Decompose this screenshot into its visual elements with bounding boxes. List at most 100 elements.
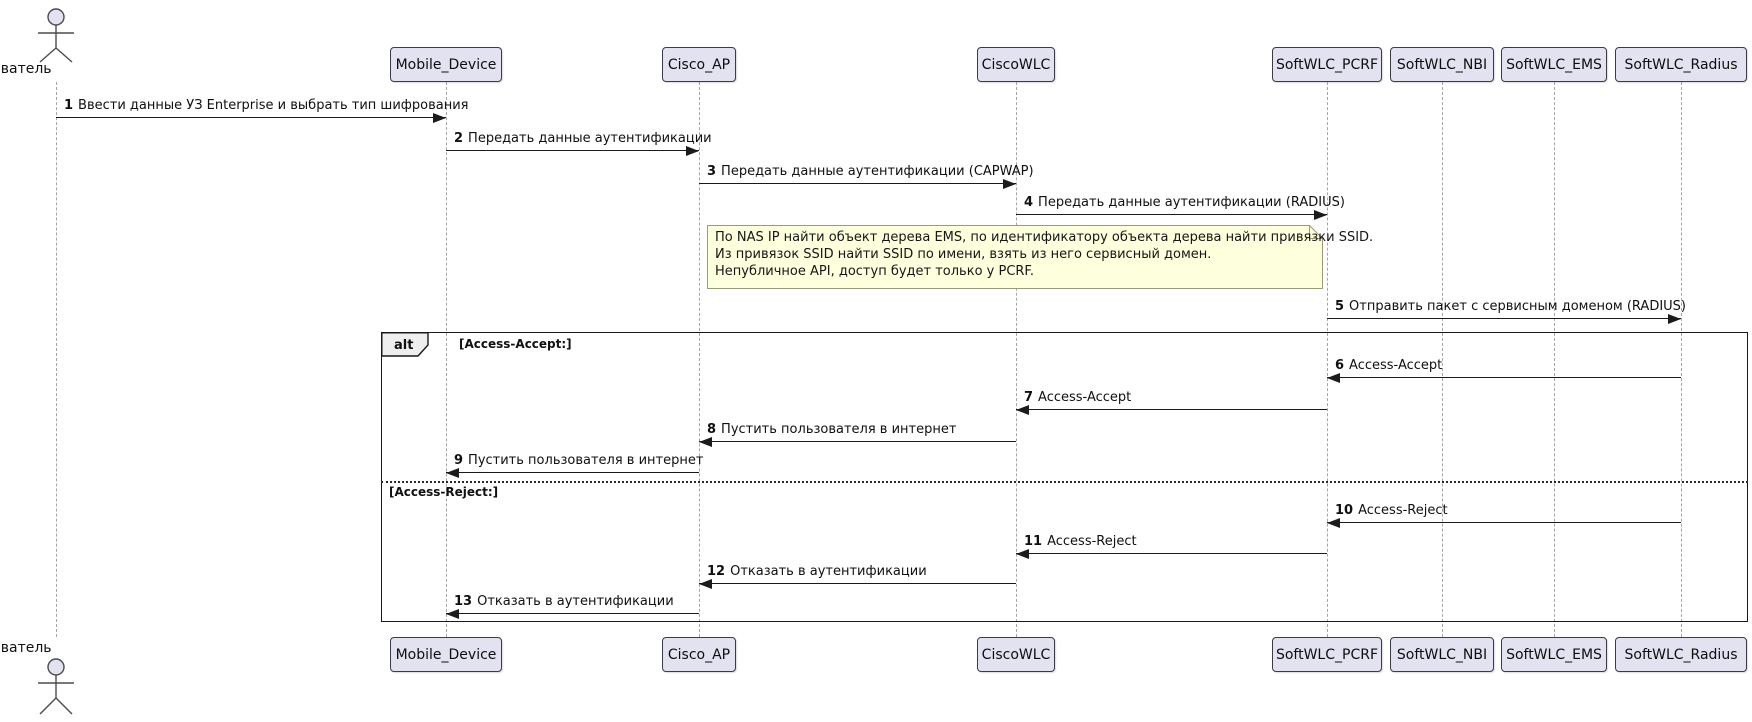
message-8-label: 8 Пустить пользователя в интернет (707, 422, 956, 437)
message-9-label: 9 Пустить пользователя в интернет (454, 453, 703, 468)
participant-radius-top: SoftWLC_Radius (1615, 47, 1747, 82)
message-1-line (56, 117, 446, 118)
alt-guard-access-accept: [Access-Accept:] (459, 337, 572, 351)
participant-mobile-top: Mobile_Device (390, 47, 502, 82)
note-line: Из привязок SSID найти SSID по имени, вз… (715, 247, 1211, 262)
message-text: Ввести данные УЗ Enterprise и выбрать ти… (78, 98, 469, 113)
message-text: Передать данные аутентификации (468, 131, 712, 146)
message-2-line (446, 150, 699, 151)
message-7-arrowhead-icon (1016, 405, 1029, 415)
message-number: 7 (1024, 390, 1034, 405)
message-1-label: 1 Ввести данные УЗ Enterprise и выбрать т… (64, 98, 469, 113)
participant-pcrf-bottom: SoftWLC_PCRF (1272, 637, 1382, 672)
participant-ems-top: SoftWLC_EMS (1501, 47, 1607, 82)
message-7-line (1016, 409, 1327, 410)
alt-operator-badge: alt (381, 332, 429, 357)
message-12-label: 12 Отказать в аутентификации (707, 564, 927, 579)
message-2-arrowhead-icon (686, 146, 699, 156)
message-2-label: 2 Передать данные аутентификации (454, 131, 712, 146)
lifeline-pcrf (1327, 82, 1328, 637)
message-number: 5 (1335, 299, 1345, 314)
message-4-label: 4 Передать данные аутентификации (RADIUS) (1024, 195, 1345, 210)
message-13-line (446, 613, 699, 614)
message-text: Отправить пакет с сервисным доменом (RAD… (1349, 299, 1686, 314)
message-5-label: 5 Отправить пакет с сервисным доменом (RA… (1335, 299, 1686, 314)
actor-icon (38, 8, 74, 63)
participant-nbi-top: SoftWLC_NBI (1390, 47, 1494, 82)
message-number: 4 (1024, 195, 1034, 210)
message-5-line (1327, 318, 1681, 319)
message-1-arrowhead-icon (433, 113, 446, 123)
lifeline-nbi (1442, 82, 1443, 637)
alt-guard-access-reject: [Access-Reject:] (389, 485, 499, 499)
note-line: Непубличное API, доступ будет только у P… (715, 264, 1034, 279)
message-number: 12 (707, 564, 726, 579)
message-number: 6 (1335, 358, 1345, 373)
message-9-arrowhead-icon (446, 468, 459, 478)
lifeline-radius (1681, 82, 1682, 637)
participant-mobile-bottom: Mobile_Device (390, 637, 502, 672)
alt-frame (381, 332, 1748, 622)
message-number: 3 (707, 164, 717, 179)
message-9-line (446, 472, 699, 473)
actor-label-top: Пользователь (0, 61, 52, 77)
message-12-arrowhead-icon (699, 579, 712, 589)
message-number: 9 (454, 453, 464, 468)
lifeline-mobile (446, 82, 447, 637)
alt-divider (381, 481, 1748, 483)
message-4-line (1016, 214, 1327, 215)
participant-nbi-bottom: SoftWLC_NBI (1390, 637, 1494, 672)
participant-cisco_ap-top: Cisco_AP (662, 47, 736, 82)
message-13-label: 13 Отказать в аутентификации (454, 594, 674, 609)
message-10-label: 10 Access-Reject (1335, 503, 1448, 518)
lifeline-ciscowlc (1016, 82, 1017, 637)
message-5-arrowhead-icon (1668, 314, 1681, 324)
note-line: По NAS IP найти объект дерева EMS, по ид… (715, 230, 1373, 245)
lifeline-ems (1554, 82, 1555, 637)
actor-icon (38, 658, 74, 715)
message-text: Access-Reject (1047, 534, 1137, 549)
note: По NAS IP найти объект дерева EMS, по ид… (707, 225, 1373, 289)
message-4-arrowhead-icon (1314, 210, 1327, 220)
participant-ems-bottom: SoftWLC_EMS (1501, 637, 1607, 672)
message-6-arrowhead-icon (1327, 373, 1340, 383)
message-11-line (1016, 553, 1327, 554)
message-text: Отказать в аутентификации (730, 564, 927, 579)
message-number: 2 (454, 131, 464, 146)
message-number: 13 (454, 594, 473, 609)
participant-radius-bottom: SoftWLC_Radius (1615, 637, 1747, 672)
lifeline-cisco_ap (699, 82, 700, 637)
message-text: Access-Accept (1038, 390, 1132, 405)
actor-label-bottom: Пользователь (0, 640, 52, 656)
message-text: Access-Reject (1358, 503, 1448, 518)
participant-ciscowlc-bottom: CiscoWLC (977, 637, 1055, 672)
message-number: 11 (1024, 534, 1043, 549)
participant-cisco_ap-bottom: Cisco_AP (662, 637, 736, 672)
note-fold-icon (1309, 225, 1323, 239)
message-10-line (1327, 522, 1681, 523)
message-10-arrowhead-icon (1327, 518, 1340, 528)
message-11-label: 11 Access-Reject (1024, 534, 1137, 549)
message-text: Передать данные аутентификации (RADIUS) (1038, 195, 1345, 210)
message-13-arrowhead-icon (446, 609, 459, 619)
message-7-label: 7 Access-Accept (1024, 390, 1131, 405)
message-11-arrowhead-icon (1016, 549, 1029, 559)
message-text: Пустить пользователя в интернет (468, 453, 704, 468)
message-number: 10 (1335, 503, 1354, 518)
message-number: 1 (64, 98, 74, 113)
alt-operator-label: alt (394, 338, 413, 353)
message-text: Пустить пользователя в интернет (721, 422, 957, 437)
message-8-line (699, 441, 1016, 442)
message-8-arrowhead-icon (699, 437, 712, 447)
message-number: 8 (707, 422, 717, 437)
message-12-line (699, 583, 1016, 584)
message-3-arrowhead-icon (1003, 179, 1016, 189)
message-text: Передать данные аутентификации (CAPWAP) (721, 164, 1034, 179)
lifeline-user (56, 82, 57, 637)
participant-ciscowlc-top: CiscoWLC (977, 47, 1055, 82)
message-text: Отказать в аутентификации (477, 594, 674, 609)
participant-pcrf-top: SoftWLC_PCRF (1272, 47, 1382, 82)
message-3-label: 3 Передать данные аутентификации (CAPWAP) (707, 164, 1034, 179)
